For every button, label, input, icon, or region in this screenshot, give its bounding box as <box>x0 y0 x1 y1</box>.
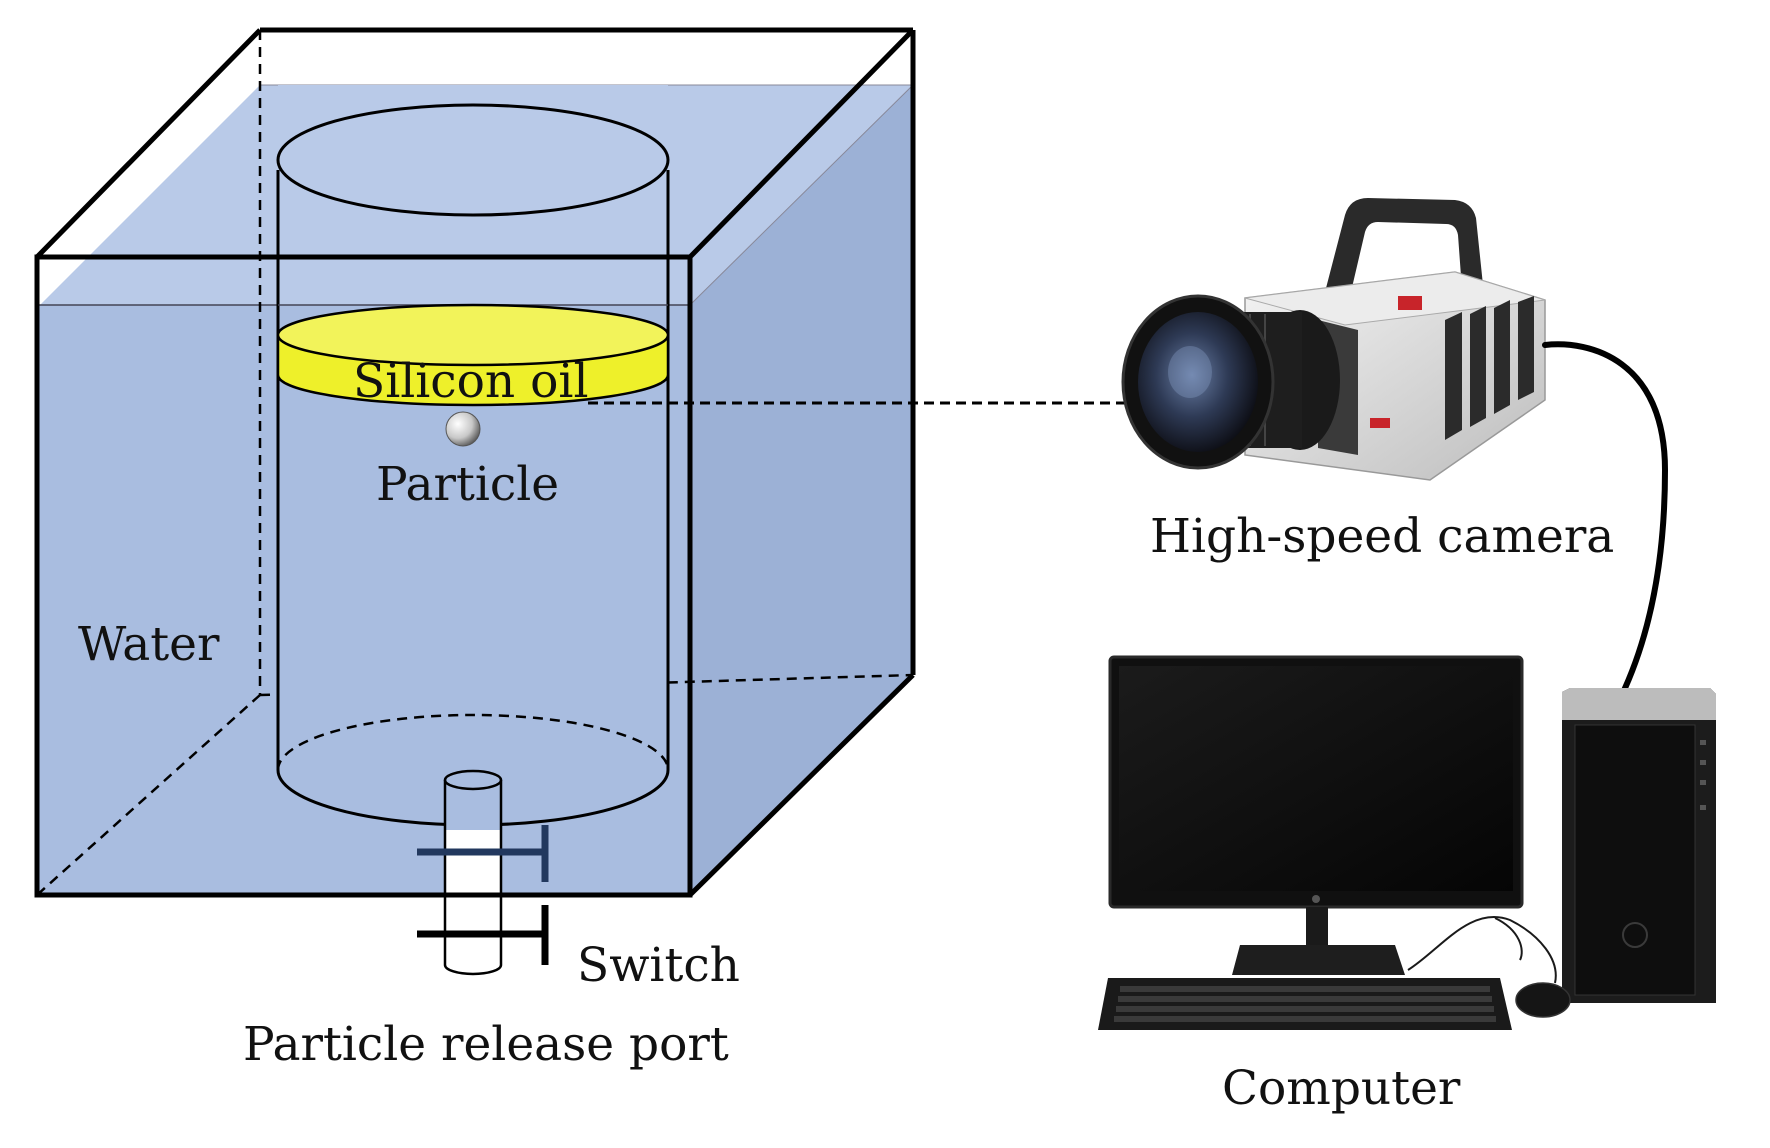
water-label: Water <box>78 617 220 672</box>
water-tank <box>34 27 916 976</box>
keyboard-icon <box>1098 978 1512 1030</box>
upper-switch <box>417 825 549 882</box>
glass-cylinder <box>276 85 670 827</box>
release-port-label: Particle release port <box>243 1017 729 1072</box>
water-side-face <box>690 85 913 895</box>
particle-label: Particle <box>376 457 560 512</box>
camera-label: High-speed camera <box>1150 509 1615 564</box>
monitor-icon <box>1108 655 1524 975</box>
tank-edges <box>34 27 916 898</box>
cylinder-bottom-hidden-rim <box>276 713 670 771</box>
switch-label: Switch <box>577 938 740 993</box>
high-speed-camera-icon <box>1121 198 1669 708</box>
particle-sphere <box>445 411 481 447</box>
switch-valve <box>417 905 549 965</box>
pc-tower-icon <box>1562 688 1716 1003</box>
cylinder-top-rim <box>276 103 670 217</box>
release-port-tube <box>443 769 503 976</box>
silicon-oil-label: Silicon oil <box>353 354 589 409</box>
mouse-icon <box>1407 916 1571 1018</box>
silicon-oil-layer <box>276 303 670 407</box>
computer-label: Computer <box>1222 1061 1461 1116</box>
computer-setup <box>1098 655 1716 1030</box>
